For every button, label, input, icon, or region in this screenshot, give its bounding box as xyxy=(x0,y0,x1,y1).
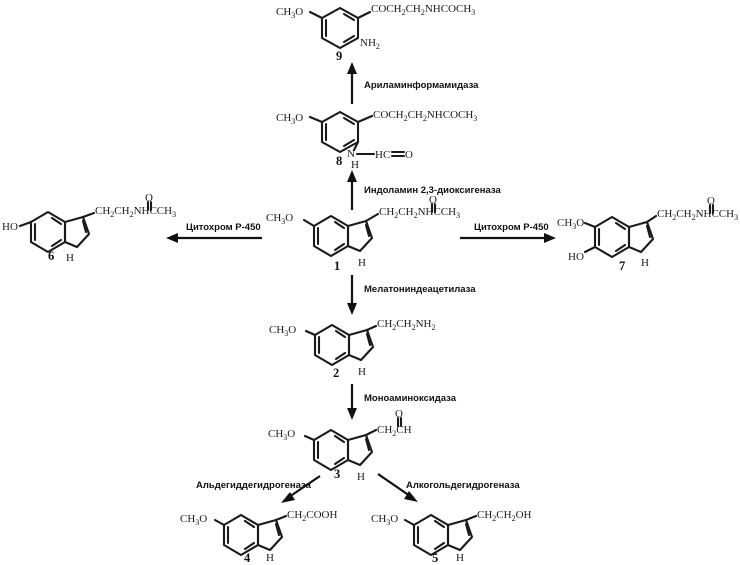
enzyme-label-1-to-6: Цитохром Р-450 xyxy=(186,222,261,233)
compound-3-group-1: CH2CH xyxy=(377,424,412,438)
compound-1-number: 1 xyxy=(334,259,340,273)
arrow-8-to-9 xyxy=(347,62,357,104)
compound-2-group-1: CH2CH2NH2 xyxy=(377,318,435,332)
enzyme-label-8-to-9: Ариламинформамидаза xyxy=(364,80,479,91)
arrow-1-to-2 xyxy=(347,275,357,315)
compound-1-benzene-ring xyxy=(312,214,350,258)
compound-5-benzene-ring xyxy=(412,513,450,557)
enzyme-label-2-to-3: Моноаминоксидаза xyxy=(364,393,457,404)
arrow-1-to-7 xyxy=(460,233,556,243)
compound-5-group-1: CH2CH2OH xyxy=(477,509,532,523)
compound-3: CH3O CH2CH O H 3 xyxy=(268,408,412,483)
compound-1-pyrrole-ring xyxy=(346,219,374,253)
compound-2-pyrrole-ring xyxy=(347,328,375,362)
compound-4-number: 4 xyxy=(244,551,251,565)
enzyme-label-3-to-4: Альдегиддегидрогеназа xyxy=(196,480,312,491)
compound-8-group-3: H xyxy=(351,159,359,171)
compound-6-group-0: HO xyxy=(2,221,18,233)
compound-2-benzene-ring xyxy=(313,323,351,367)
compound-7-group-2: CH2CH2NHCCH3 xyxy=(657,208,738,222)
compound-9-group-2: NH2 xyxy=(360,37,380,51)
compound-6-pyrrole-ring xyxy=(63,215,91,249)
compound-8-group-0: CH3O xyxy=(276,112,303,126)
compound-4: CH3O CH2COOH H 4 xyxy=(180,509,338,565)
compound-2-group-2: H xyxy=(358,366,366,378)
compound-2-group-0: CH3O xyxy=(269,324,296,338)
compound-3-pyrrole-ring xyxy=(346,433,374,467)
compound-8-number: 8 xyxy=(336,154,342,168)
compound-6-group-2: O xyxy=(145,192,153,204)
arrow-2-to-3 xyxy=(347,384,357,420)
compound-3-group-0: CH3O xyxy=(268,428,295,442)
compound-9-ring xyxy=(320,6,360,50)
compound-7-group-0: CH3O xyxy=(557,217,584,231)
compound-3-group-3: H xyxy=(357,471,365,483)
compound-5: CH3O CH2CH2OH H 5 xyxy=(371,509,532,565)
compound-7-benzene-ring xyxy=(593,215,631,259)
compound-7-group-1: HO xyxy=(568,251,584,263)
arrow-1-to-8 xyxy=(347,170,357,210)
arrow-3-to-5 xyxy=(377,473,418,502)
enzyme-label-1-to-2: Мелатониндеацетилаза xyxy=(364,284,476,295)
arrow-3-to-4 xyxy=(281,475,321,503)
compound-7-number: 7 xyxy=(619,259,625,273)
compound-6: HO CH2CH2NHCCH3 O H 6 xyxy=(2,192,176,264)
compound-1-group-2: O xyxy=(429,194,437,206)
compound-9-number: 9 xyxy=(336,49,342,63)
compound-6-benzene-ring xyxy=(29,210,67,254)
compound-9-group-1: COCH2CH2NHCOCH3 xyxy=(371,3,475,17)
compound-5-group-2: H xyxy=(456,552,464,564)
compound-8: CH3O COCH2CH2NHCOCH3 N H HC O 8 xyxy=(276,109,477,171)
compound-4-group-1: CH2COOH xyxy=(287,509,338,523)
compound-1-group-3: H xyxy=(358,257,366,269)
compound-6-group-3: H xyxy=(66,252,74,264)
compound-4-benzene-ring xyxy=(222,513,260,557)
compound-3-group-2: O xyxy=(395,408,403,420)
compound-8-group-1: COCH2CH2NHCOCH3 xyxy=(373,109,477,123)
compound-6-number: 6 xyxy=(48,249,54,263)
compound-7-group-3: O xyxy=(707,195,715,207)
compound-5-pyrrole-ring xyxy=(446,518,474,552)
enzyme-label-1-to-8: Индоламин 2,3-диоксигеназа xyxy=(364,185,501,196)
compound-4-pyrrole-ring xyxy=(256,518,284,552)
compound-8-group-5: O xyxy=(405,149,413,161)
compound-5-number: 5 xyxy=(432,551,438,565)
arrow-1-to-6 xyxy=(166,233,262,243)
compound-1: CH3O CH2CH2NHCCH3 O H 1 xyxy=(266,194,460,273)
compound-1-group-1: CH2CH2NHCCH3 xyxy=(379,206,460,220)
enzyme-label-3-to-5: Алкогольдегидрогеназа xyxy=(406,480,520,491)
compound-8-ring xyxy=(320,110,360,154)
compound-3-benzene-ring xyxy=(312,428,350,472)
compound-8-group-2: N xyxy=(347,148,355,160)
compound-7-group-4: H xyxy=(641,257,649,269)
compound-9-group-0: CH3O xyxy=(276,6,303,20)
compound-6-group-1: CH2CH2NHCCH3 xyxy=(95,205,176,219)
compound-2-number: 2 xyxy=(333,366,339,380)
compound-7-pyrrole-ring xyxy=(627,220,655,254)
compound-7: CH3O HO CH2CH2NHCCH3 O H 7 xyxy=(557,195,738,273)
compound-3-number: 3 xyxy=(334,467,340,481)
compound-4-group-2: H xyxy=(266,552,274,564)
compound-5-group-0: CH3O xyxy=(371,513,398,527)
compound-9: CH3O COCH2CH2NHCOCH3 NH2 9 xyxy=(276,3,475,63)
compound-2: CH3O CH2CH2NH2 H 2 xyxy=(269,318,435,380)
enzyme-label-1-to-7: Цитохром Р-450 xyxy=(474,222,549,233)
compound-1-group-0: CH3O xyxy=(266,212,293,226)
compound-8-group-4: HC xyxy=(375,149,390,161)
compound-4-group-0: CH3O xyxy=(180,513,207,527)
